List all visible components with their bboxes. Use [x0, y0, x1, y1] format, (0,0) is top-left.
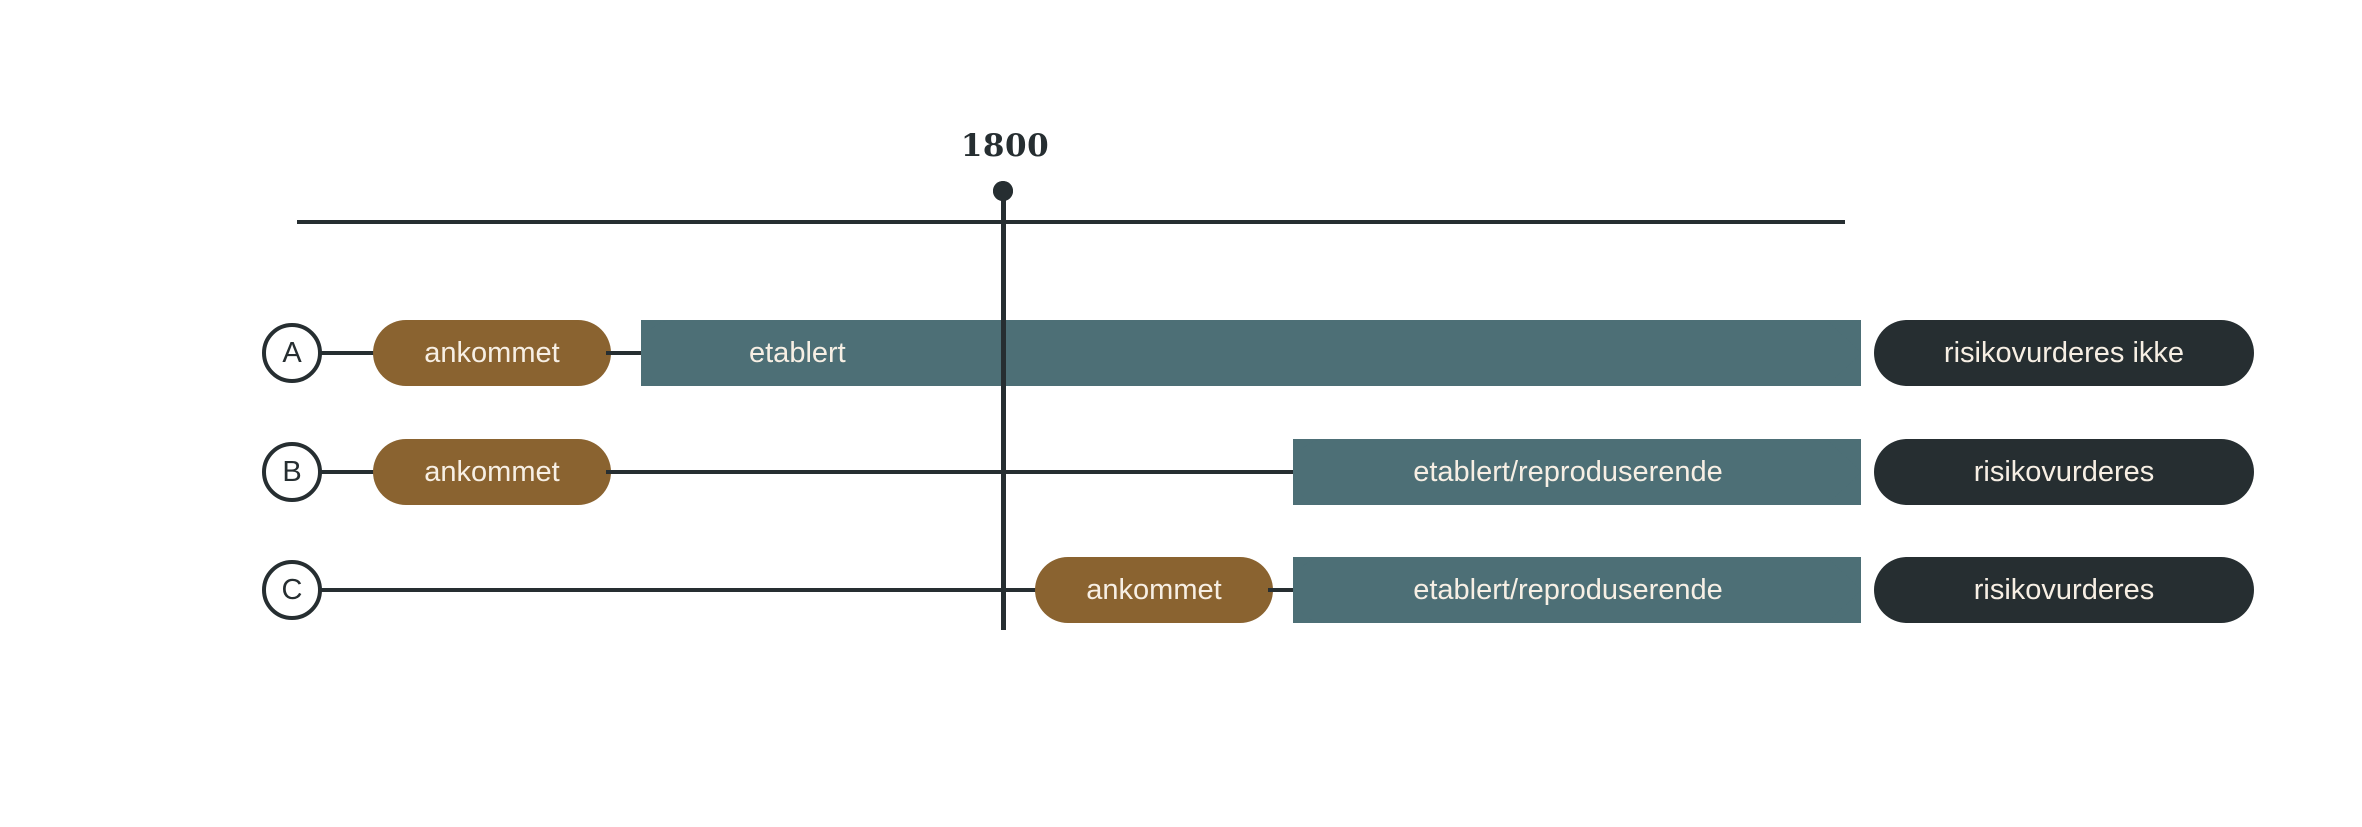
year-marker-label: 1800 — [960, 128, 1050, 164]
arrowbar-body-a — [641, 320, 1828, 386]
arrowbar-status-c: etablert/reproduserende — [1293, 557, 1861, 623]
connector-a-2 — [606, 351, 646, 355]
arrowbar-label-c: etablert/reproduserende — [1413, 573, 1723, 606]
row-badge-a: A — [262, 323, 322, 383]
arrowbar-body-b — [1293, 439, 1828, 505]
pill-outcome-c: risikovurderes — [1874, 557, 2254, 623]
year-marker-line-overlay — [1001, 186, 1006, 630]
pill-arrived-a: ankommet — [373, 320, 611, 386]
timeline-axis — [297, 220, 1845, 224]
pill-arrived-c: ankommet — [1035, 557, 1273, 623]
row-badge-b: B — [262, 442, 322, 502]
arrowbar-status-b: etablert/reproduserende — [1293, 439, 1861, 505]
connector-c-2 — [1268, 588, 1300, 592]
arrowbar-body-c — [1293, 557, 1828, 623]
connector-c-1 — [318, 588, 1040, 592]
arrowbar-label-a: etablert — [749, 336, 846, 369]
connector-b-1 — [318, 470, 378, 474]
year-marker-dot-overlay — [993, 181, 1013, 201]
arrowbar-label-b: etablert/reproduserende — [1413, 455, 1723, 488]
row-badge-c: C — [262, 560, 322, 620]
connector-b-2 — [606, 470, 1298, 474]
pill-outcome-a: risikovurderes ikke — [1874, 320, 2254, 386]
pill-outcome-b: risikovurderes — [1874, 439, 2254, 505]
pill-arrived-b: ankommet — [373, 439, 611, 505]
connector-a-1 — [318, 351, 378, 355]
arrowbar-status-a: etablert — [641, 320, 1861, 386]
